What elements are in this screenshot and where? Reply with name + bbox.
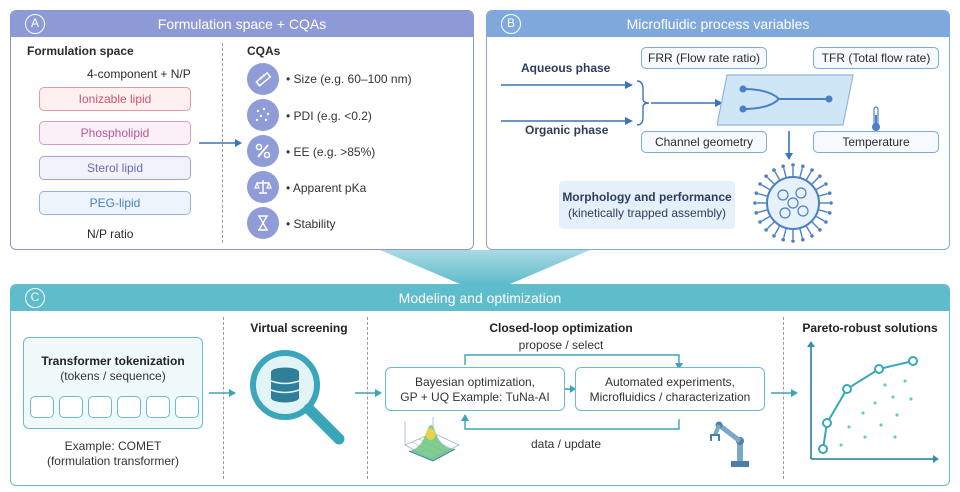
morphology-title: Morphology and performance: [562, 190, 732, 204]
panel-a-badge: A: [25, 14, 45, 34]
loop-arrows: [461, 354, 683, 430]
temperature-box: Temperature: [813, 131, 939, 153]
ae-line-1: Automated experiments,: [604, 375, 736, 389]
example-comet: Example: COMET: [64, 439, 162, 453]
np-ratio-label: N/P ratio: [87, 227, 134, 241]
panel-c-divider-1: [223, 317, 224, 479]
tok-to-vs-arrow: [209, 389, 236, 397]
formulation-to-cqa-arrow: [199, 139, 242, 147]
lipid-nanoparticle-icon: [753, 163, 833, 243]
panel-a-divider: [222, 43, 223, 243]
tokenization-title: Transformer tokenization: [41, 354, 185, 368]
token-3: [88, 396, 112, 418]
panel-b: Microfluidic process variables B Aqueous…: [486, 10, 950, 250]
panel-c-header: Modeling and optimization: [11, 285, 949, 311]
cqa-stability: • Stability: [286, 217, 336, 231]
panel-a-header: Formulation space + CQAs: [11, 11, 473, 37]
microfluidic-chip: [717, 74, 854, 126]
panel-c-badge: C: [25, 288, 45, 308]
dots-icon: [247, 99, 279, 131]
pareto-front-plot: [807, 341, 939, 463]
panel-c: Modeling and optimization C Transformer …: [10, 284, 950, 486]
balance-icon: [247, 171, 279, 203]
aqueous-phase-label: Aqueous phase: [521, 61, 611, 75]
panel-c-title: Modeling and optimization: [398, 290, 562, 306]
bo-line-1: Bayesian optimization,: [414, 375, 536, 389]
vs-to-cl-arrow: [355, 389, 382, 397]
propose-select-label: propose / select: [518, 338, 604, 352]
bayesian-optimization-box: Bayesian optimization, GP + UQ Example: …: [385, 367, 565, 411]
database-search-icon: [250, 350, 345, 445]
chip-to-lnp-arrow: [785, 131, 793, 160]
bo-line-2: GP + UQ Example: TuNa-AI: [400, 390, 550, 404]
tokenization-subtitle: (tokens / sequence): [60, 369, 166, 383]
cqa-size: • Size (e.g. 60–100 nm): [286, 72, 412, 86]
funnel-connector: [380, 250, 590, 284]
token-6: [175, 396, 199, 418]
tokenization-box: Transformer tokenization (tokens / seque…: [23, 337, 203, 429]
bo-to-ae-arrow: [565, 385, 576, 393]
automated-experiments-box: Automated experiments, Microfluidics / c…: [575, 367, 765, 411]
panel-b-header: Microfluidic process variables: [487, 11, 949, 37]
organic-phase-label: Organic phase: [525, 123, 609, 137]
gaussian-surface-icon: [404, 417, 460, 462]
channel-geometry-box: Channel geometry: [641, 131, 767, 153]
robot-arm-icon: [710, 421, 749, 467]
frr-box: FRR (Flow rate ratio): [641, 47, 767, 69]
panel-c-divider-2: [367, 317, 368, 479]
cqa-pka: • Apparent pKa: [286, 181, 367, 195]
morphology-box: Morphology and performance (kinetically …: [559, 181, 735, 229]
panel-b-badge: B: [501, 14, 521, 34]
cqa-ee: • EE (e.g. >85%): [286, 145, 376, 159]
virtual-screening-title: Virtual screening: [250, 321, 348, 335]
lipid-sterol: Sterol lipid: [39, 156, 191, 180]
ae-line-2: Microfluidics / characterization: [589, 390, 751, 404]
lipid-peg: PEG-lipid: [39, 191, 191, 215]
component-note: 4-component + N/P: [87, 67, 191, 81]
tfr-box: TFR (Total flow rate): [813, 47, 939, 69]
pareto-title: Pareto-robust solutions: [802, 321, 938, 335]
thermometer-icon: [872, 106, 880, 131]
cl-to-pareto-arrow: [771, 389, 798, 397]
cqa-pdi: • PDI (e.g. <0.2): [286, 109, 372, 123]
percent-icon: [247, 135, 279, 167]
cqas-title: CQAs: [247, 44, 281, 58]
lipid-phospholipid: Phospholipid: [39, 121, 191, 145]
token-5: [146, 396, 170, 418]
morphology-subtitle: (kinetically trapped assembly): [567, 206, 727, 220]
example-comet-sub: (formulation transformer): [46, 454, 180, 468]
closed-loop-title: Closed-loop optimization: [489, 321, 633, 335]
lipid-ionizable: Ionizable lipid: [39, 87, 191, 111]
data-update-label: data / update: [530, 437, 602, 451]
panel-a-title: Formulation space + CQAs: [157, 16, 327, 32]
token-1: [30, 396, 54, 418]
panel-a: Formulation space + CQAs A Formulation s…: [10, 10, 474, 250]
panel-b-title: Microfluidic process variables: [626, 16, 810, 32]
phase-arrows: [501, 80, 723, 126]
token-4: [117, 396, 141, 418]
formulation-space-title: Formulation space: [27, 44, 134, 58]
panel-c-divider-3: [783, 317, 784, 479]
hourglass-icon: [247, 207, 279, 239]
ruler-icon: [247, 63, 279, 95]
token-2: [59, 396, 83, 418]
